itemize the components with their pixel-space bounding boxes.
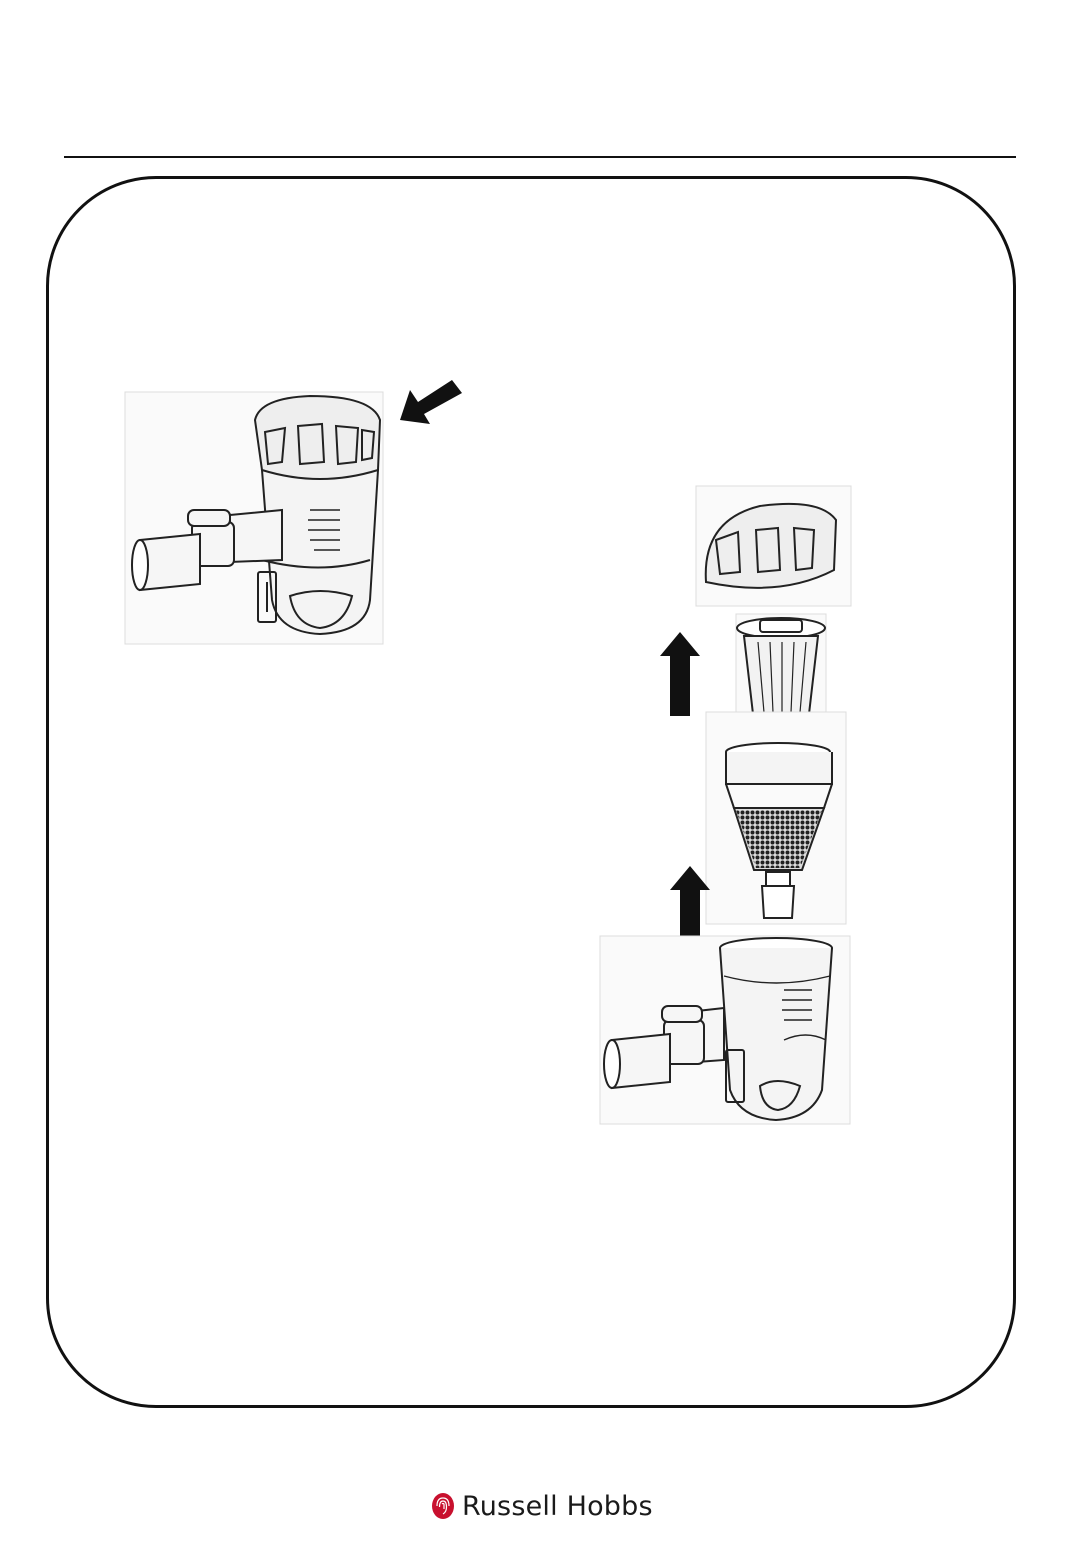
exploded-cyclone-mesh	[706, 712, 846, 924]
up-arrow-icon	[660, 632, 700, 716]
brand-name: Russell Hobbs	[462, 1491, 653, 1522]
brand-logo: Russell Hobbs	[430, 1488, 653, 1524]
up-arrow-icon	[670, 866, 710, 944]
assembled-dust-container	[125, 392, 383, 644]
fingerprint-logo-icon	[430, 1491, 456, 1521]
exploded-base-bin	[600, 936, 850, 1124]
diagonal-arrow-icon	[400, 380, 462, 424]
exploded-cap	[696, 486, 851, 606]
